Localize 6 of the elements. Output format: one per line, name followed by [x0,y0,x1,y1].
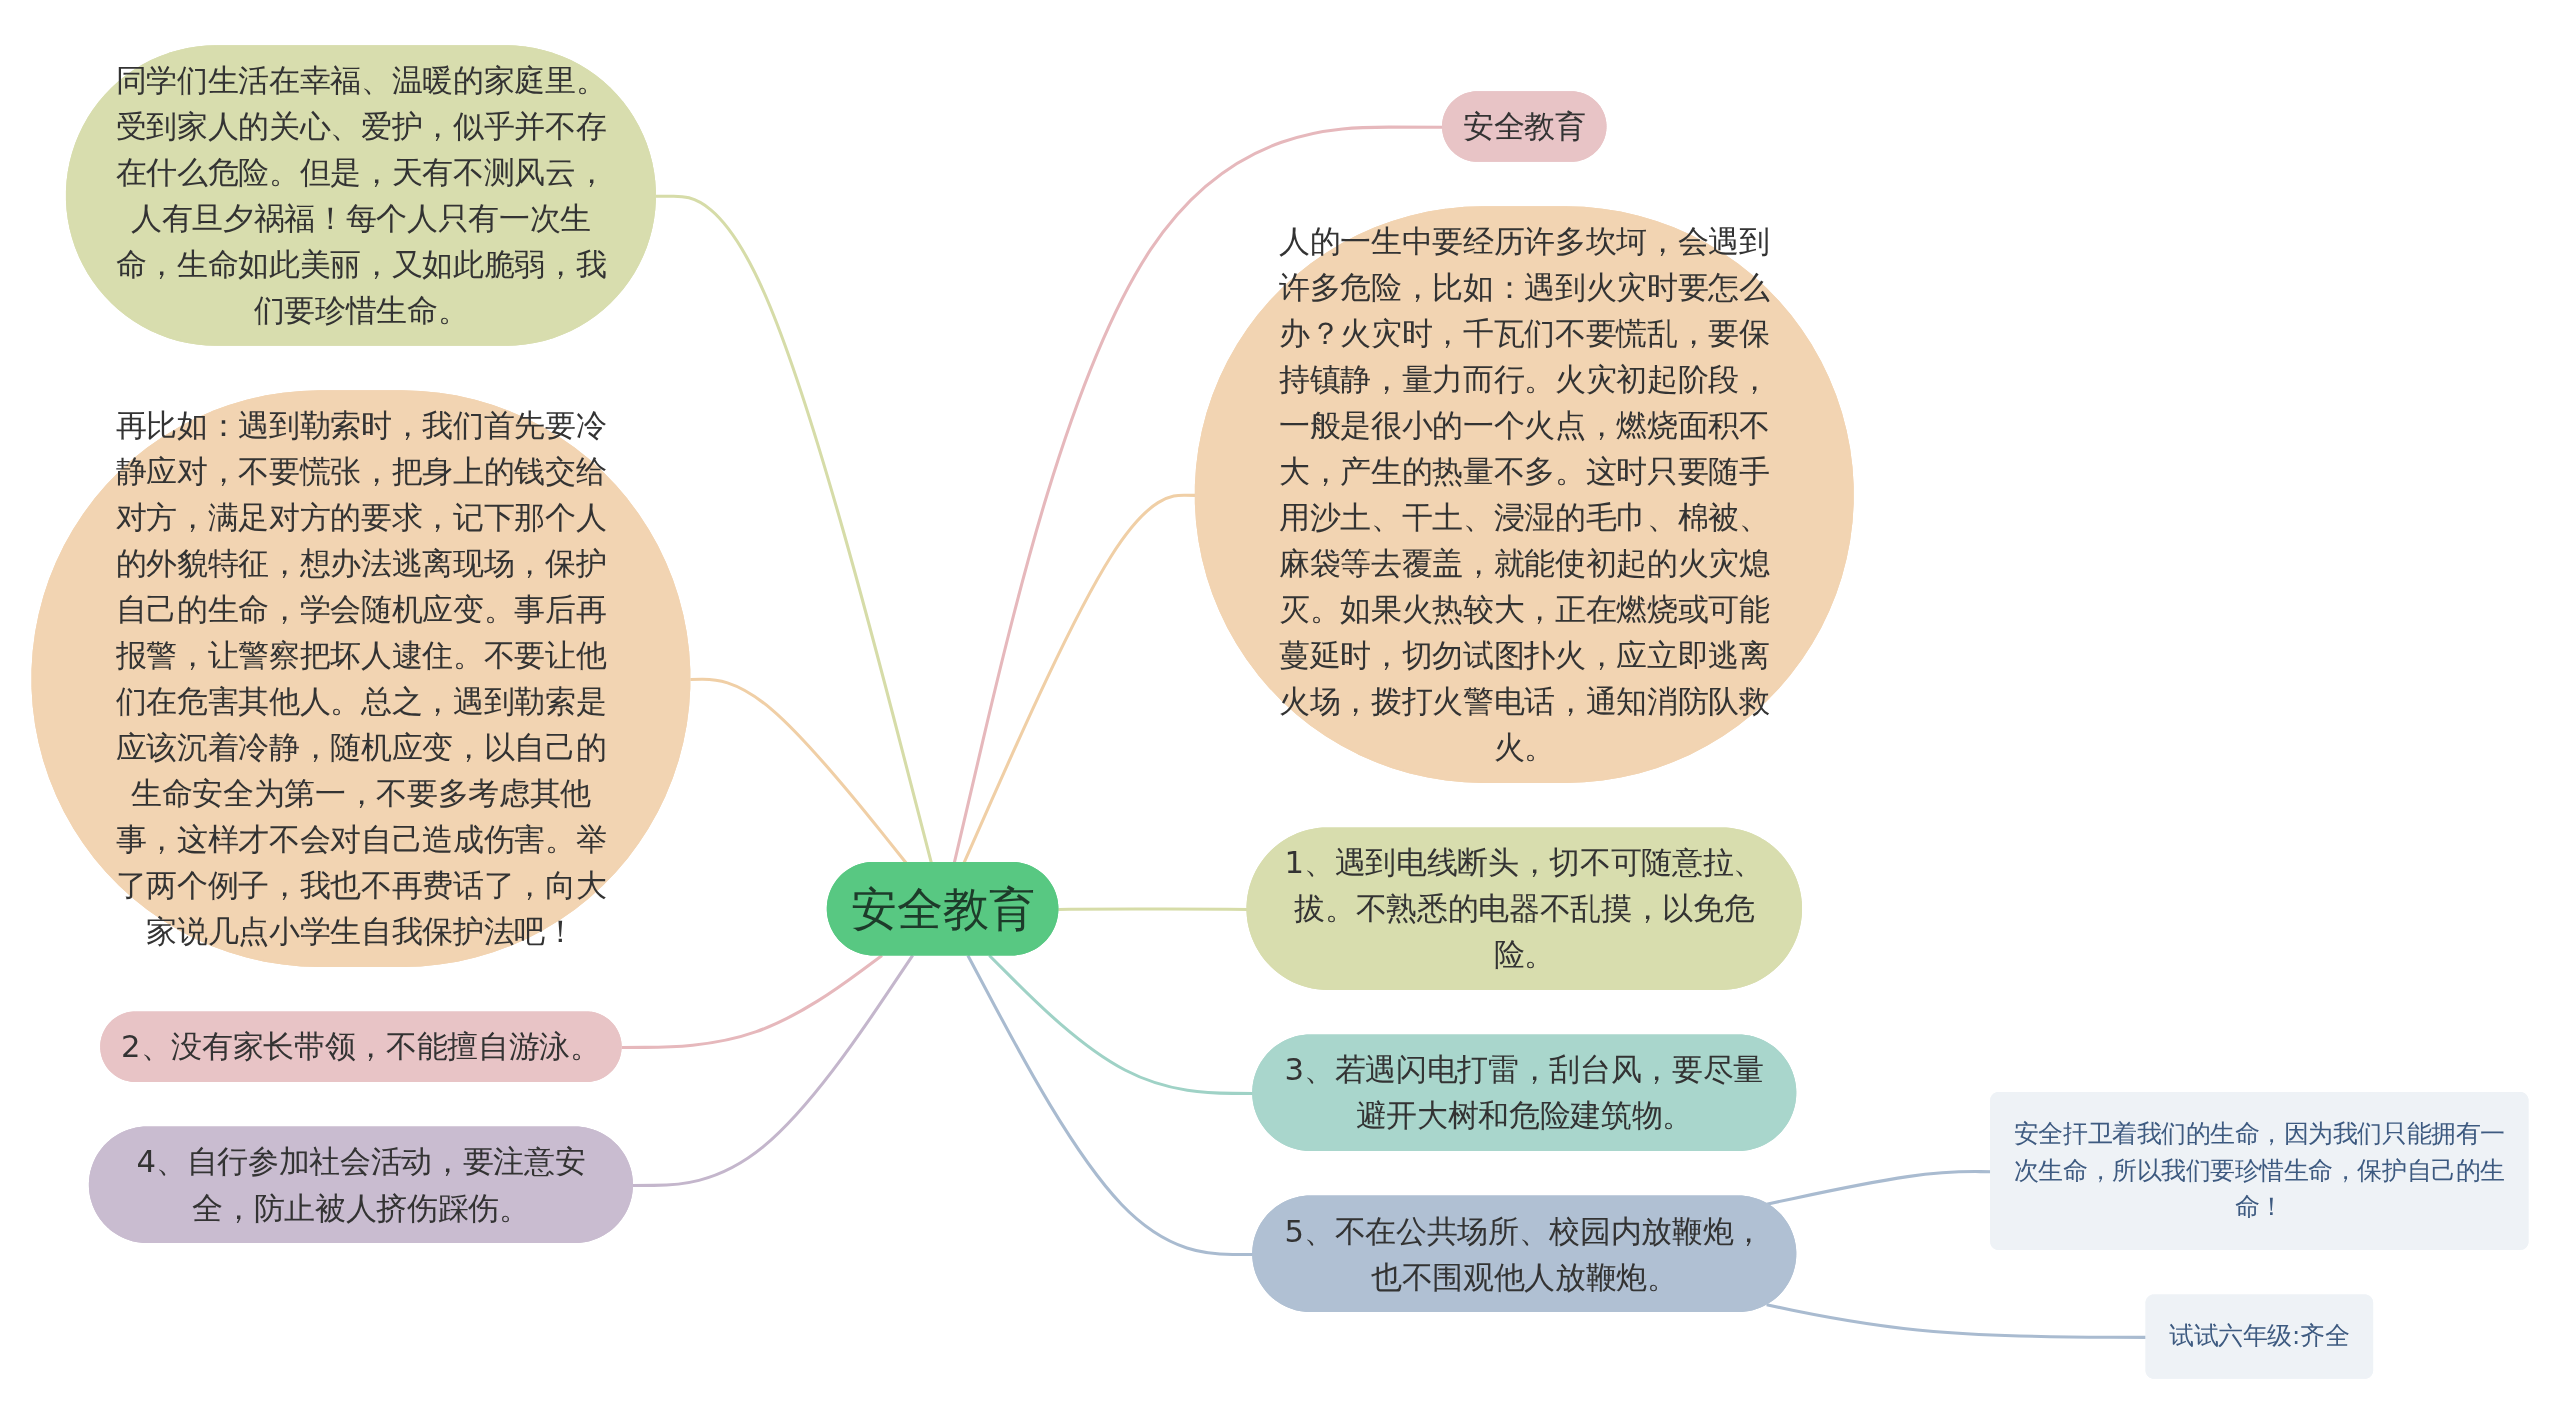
connector [632,954,914,1187]
connector [988,953,1254,1095]
connector [690,677,908,864]
connector [966,954,1254,1256]
connector [621,953,883,1049]
connector [655,194,933,864]
